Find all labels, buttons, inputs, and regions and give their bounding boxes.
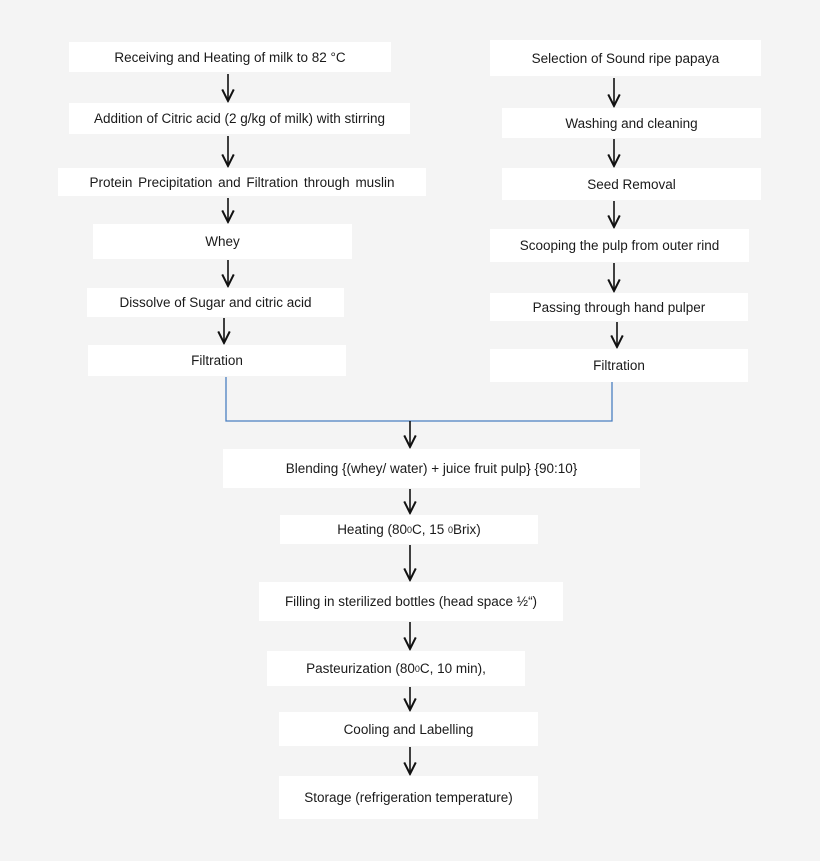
- step-receiving-heating-milk: Receiving and Heating of milk to 82 °C: [69, 42, 391, 72]
- step-filtration-left: Filtration: [88, 345, 346, 376]
- step-scooping-pulp: Scooping the pulp from outer rind: [490, 229, 749, 262]
- step-filling-bottles: Filling in sterilized bottles (head spac…: [259, 582, 563, 621]
- step-add-citric-acid: Addition of Citric acid (2 g/kg of milk)…: [69, 103, 410, 134]
- step-select-papaya: Selection of Sound ripe papaya: [490, 40, 761, 76]
- merge-connector: [225, 377, 613, 422]
- heating-text-post: Brix): [453, 522, 481, 537]
- pasteurization-text-post: C, 10 min),: [419, 661, 486, 676]
- heating-text-mid: C, 15: [412, 522, 449, 537]
- step-seed-removal: Seed Removal: [502, 168, 761, 200]
- heating-text-pre: Heating (80: [337, 522, 407, 537]
- step-blending: Blending {(whey/ water) + juice fruit pu…: [223, 449, 640, 488]
- step-washing-cleaning: Washing and cleaning: [502, 108, 761, 138]
- step-hand-pulper: Passing through hand pulper: [490, 293, 748, 321]
- step-dissolve-sugar: Dissolve of Sugar and citric acid: [87, 288, 344, 317]
- step-protein-precipitation: Protein Precipitation and Filtration thr…: [58, 168, 426, 196]
- pasteurization-text-pre: Pasteurization (80: [306, 661, 415, 676]
- step-whey: Whey: [93, 224, 352, 259]
- step-filtration-right: Filtration: [490, 349, 748, 382]
- step-storage: Storage (refrigeration temperature): [279, 776, 538, 819]
- step-cooling-labelling: Cooling and Labelling: [279, 712, 538, 746]
